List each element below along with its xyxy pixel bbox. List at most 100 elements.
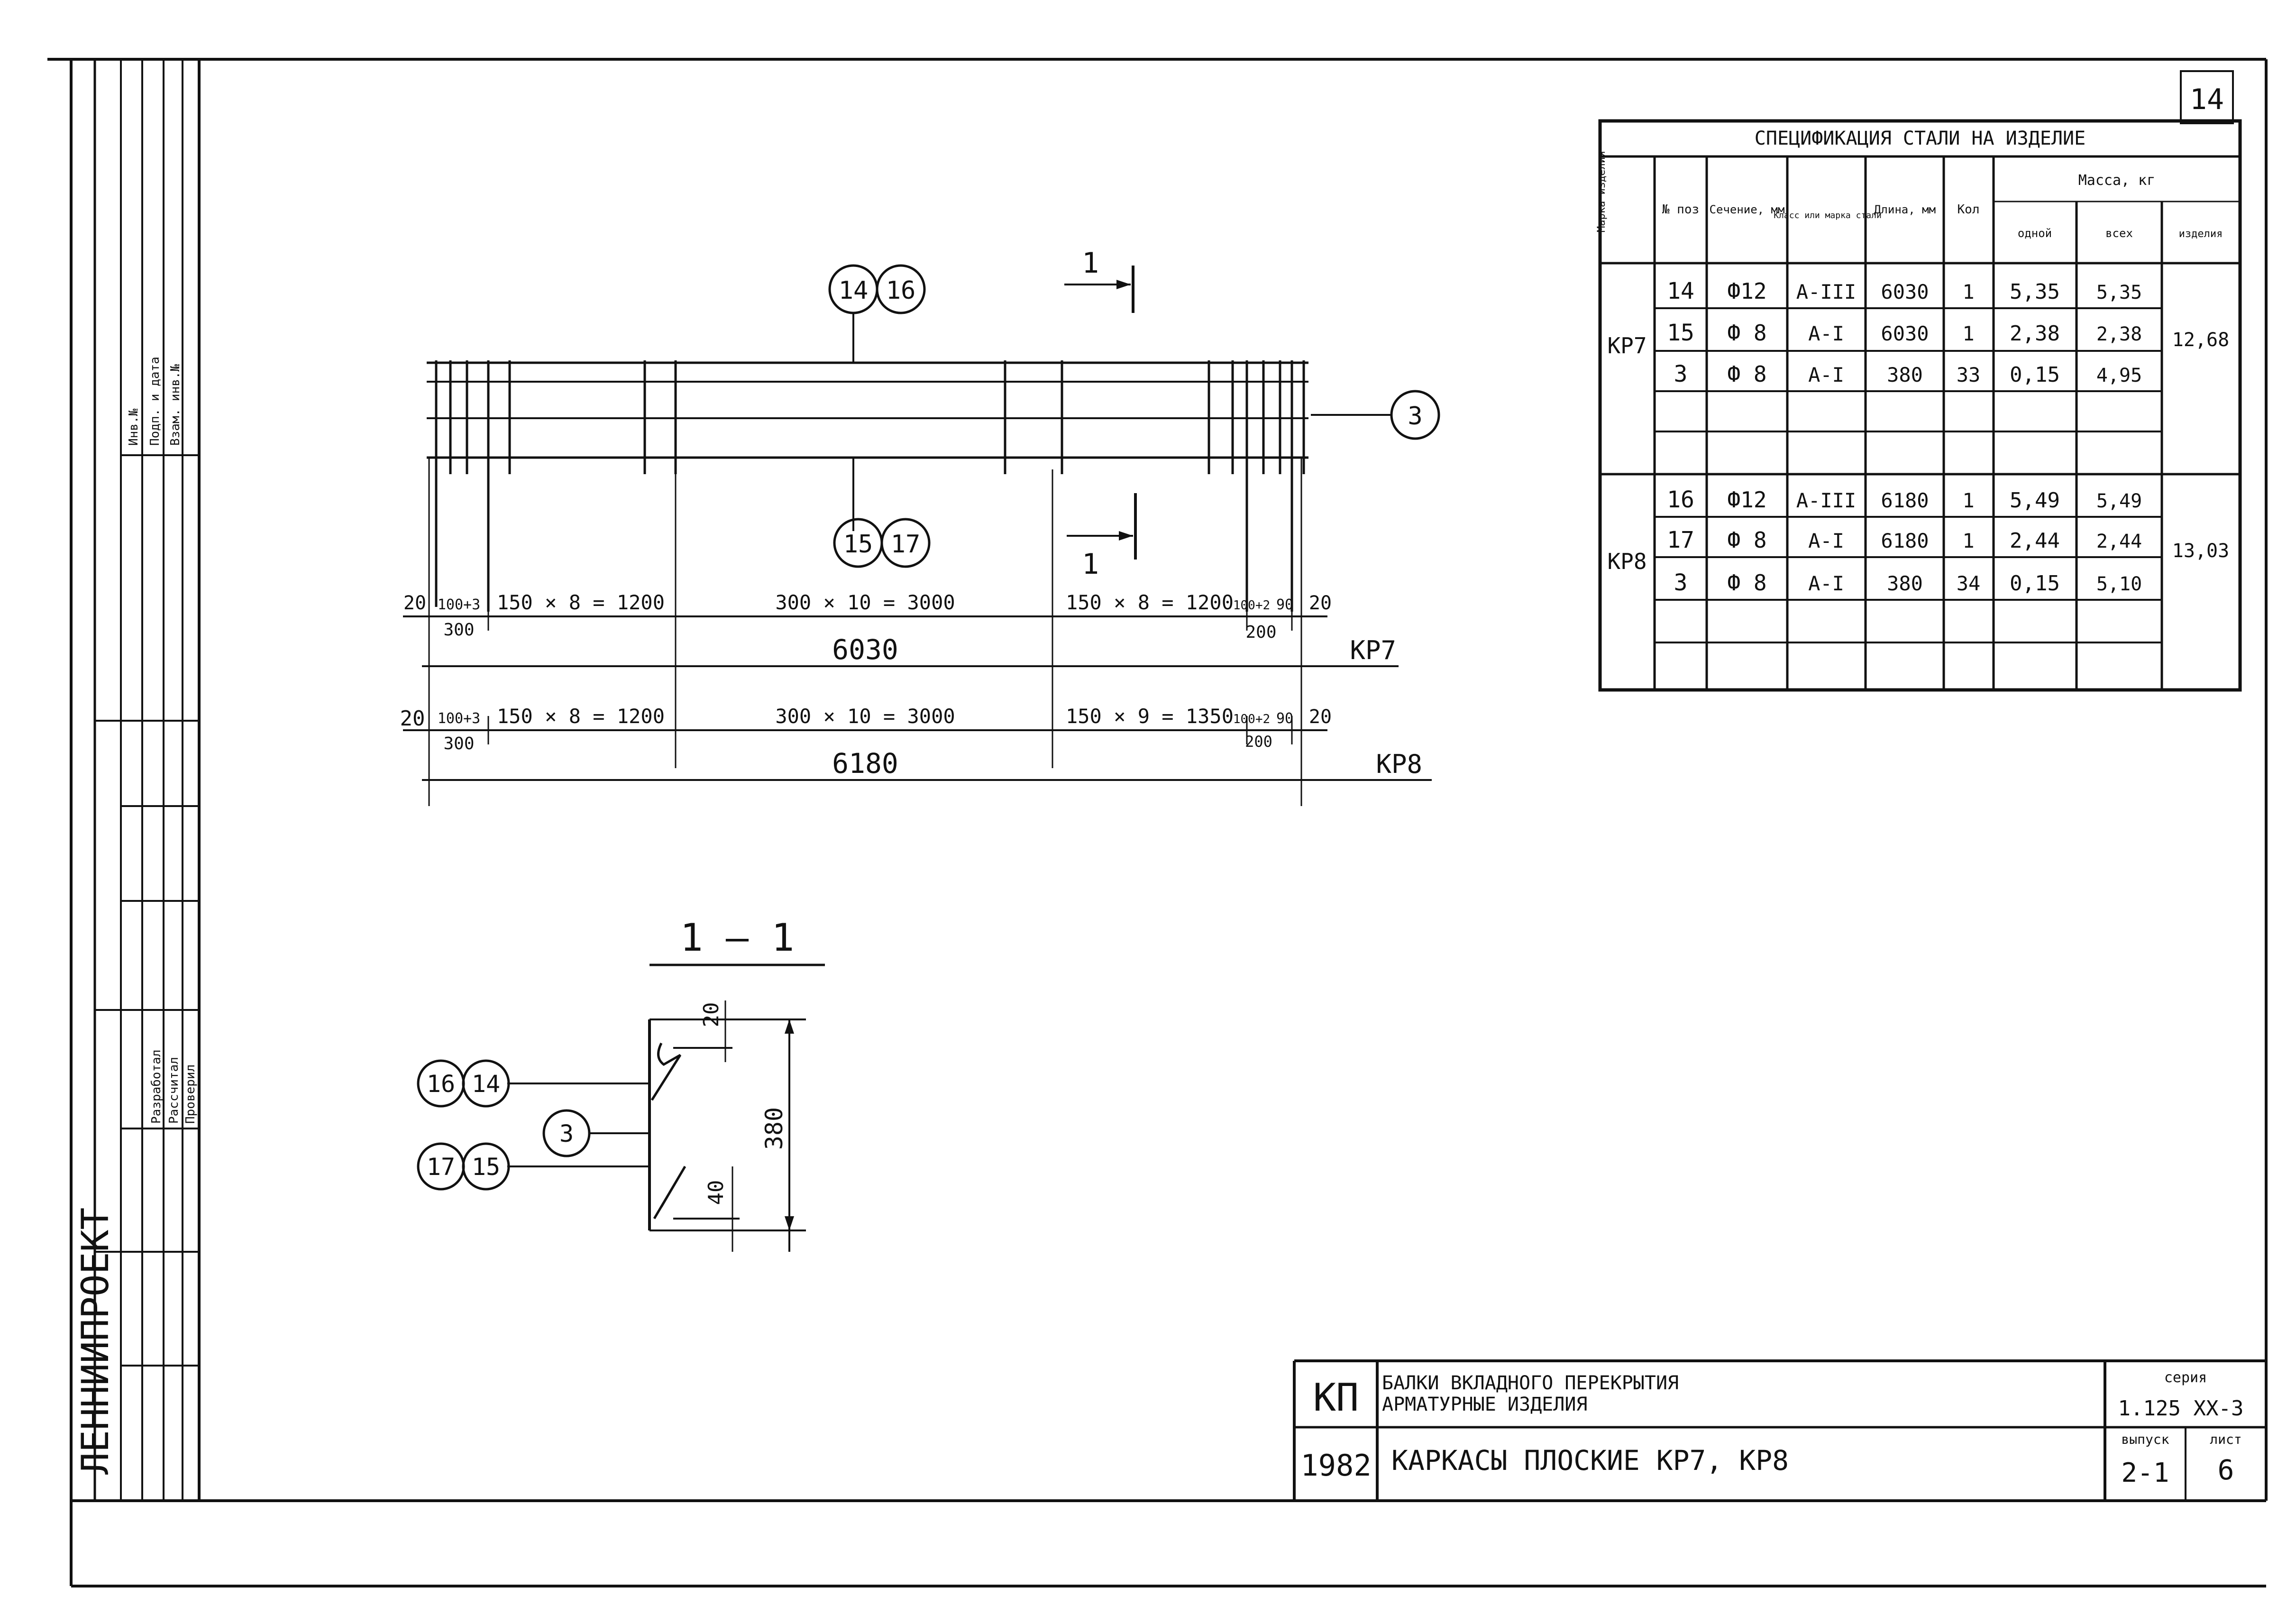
sheet-value: 6 — [2218, 1454, 2234, 1486]
svg-text:Ф12: Ф12 — [1727, 278, 1766, 304]
svg-text:Ф 8: Ф 8 — [1727, 320, 1766, 346]
svg-text:А-III: А-III — [1796, 280, 1856, 303]
callout-16-14: 16 14 — [417, 1059, 510, 1108]
callout-15-17: 15 17 — [833, 518, 931, 568]
title-line-2: АРМАТУРНЫЕ ИЗДЕЛИЯ — [1382, 1394, 1587, 1415]
spec-kr8-total: 13,03 — [2172, 540, 2229, 562]
spec-row: 16 Ф12 А-III 6180 1 5,49 5,49 — [1667, 486, 2142, 513]
cross-bars — [435, 360, 1305, 612]
svg-text:3: 3 — [1674, 361, 1688, 387]
svg-text:0,15: 0,15 — [2010, 571, 2060, 596]
spec-row: 15 Ф 8 А-I 6030 1 2,38 2,38 — [1667, 320, 2142, 346]
kr7-label: КР7 — [1350, 635, 1396, 665]
svg-text:17: 17 — [1667, 527, 1694, 553]
svg-text:1: 1 — [1962, 280, 1974, 303]
svg-text:1: 1 — [1962, 322, 1974, 345]
svg-text:15: 15 — [843, 530, 873, 559]
svg-text:15: 15 — [472, 1153, 500, 1181]
title-line-1: БАЛКИ ВКЛАДНОГО ПЕРЕКРЫТИЯ — [1382, 1372, 1679, 1394]
svg-text:2,38: 2,38 — [2096, 323, 2142, 345]
spec-kr7-mark: КР7 — [1607, 333, 1647, 358]
svg-text:Ф 8: Ф 8 — [1727, 527, 1766, 553]
svg-text:14: 14 — [472, 1070, 500, 1098]
series-value: 1.125 ХХ-3 — [2118, 1396, 2244, 1421]
callout-17-15: 17 15 — [417, 1142, 510, 1191]
kr7-dim-e: 100+2 — [1233, 598, 1270, 613]
kr7-dim-a-sub: 300 — [443, 620, 474, 640]
hdr-length: Длина, мм — [1874, 203, 1936, 216]
strip-cell-sign: Подп. и дата — [148, 357, 162, 446]
svg-text:1: 1 — [1082, 548, 1099, 581]
svg-text:6180: 6180 — [1881, 529, 1929, 552]
spec-row: 3 Ф 8 А-I 380 33 0,15 4,95 — [1674, 361, 2142, 387]
page-number: 14 — [2190, 83, 2224, 116]
title-block: КП 1982 БАЛКИ ВКЛАДНОГО ПЕРЕКРЫТИЯ АРМАТ… — [1293, 1359, 2266, 1501]
hdr-mass: Масса, кг — [2078, 172, 2156, 189]
kr7-dim-f: 90 — [1276, 596, 1293, 613]
spec-row: 14 Ф12 А-III 6030 1 5,35 5,35 — [1667, 278, 2142, 304]
role-calculated: Рассчитал — [167, 1057, 181, 1124]
hdr-qty: Кол — [1958, 202, 1980, 217]
kr7-dim-a: 100+3 — [438, 596, 480, 613]
svg-text:5,10: 5,10 — [2096, 573, 2142, 595]
svg-text:А-I: А-I — [1808, 572, 1844, 595]
svg-text:А-I: А-I — [1808, 363, 1844, 386]
kr7-dim-end-right: 20 — [1309, 592, 1332, 614]
spec-title: СПЕЦИФИКАЦИЯ СТАЛИ НА ИЗДЕЛИЕ — [1755, 128, 2086, 149]
svg-text:16: 16 — [427, 1070, 455, 1098]
hdr-section: Сечение, мм — [1710, 203, 1785, 216]
role-developed: Разработал — [149, 1049, 164, 1124]
svg-text:3: 3 — [559, 1120, 574, 1147]
section-dim-bot: 40 — [704, 1180, 728, 1205]
svg-text:1: 1 — [1962, 489, 1974, 512]
svg-text:380: 380 — [1887, 363, 1923, 386]
spec-kr7-total: 12,68 — [2172, 329, 2229, 351]
svg-text:1: 1 — [1962, 529, 1974, 552]
kr7-dim-e-sub: 200 — [1245, 623, 1276, 642]
kr8-dim-d: 150 × 9 = 1350 — [1066, 705, 1234, 728]
svg-text:2,44: 2,44 — [2096, 531, 2142, 552]
page-number-box: 14 — [2180, 70, 2234, 124]
kr8-dim-end-right: 20 — [1309, 706, 1332, 728]
kr8-dim-b: 150 × 8 = 1200 — [497, 705, 665, 728]
sheet-frame — [47, 58, 2268, 1587]
kp-mark: КП — [1313, 1376, 1359, 1420]
left-stamp-strip: ЛЕННИИПРОЕКТ Разработал Рассчитал Провер… — [74, 59, 201, 1501]
issue-label: выпуск — [2121, 1431, 2169, 1447]
svg-text:6180: 6180 — [1881, 489, 1929, 512]
elevation-view: 14 16 15 17 3 1 1 — [427, 247, 1440, 806]
kr8-dim-a: 100+3 — [438, 710, 480, 727]
dimensions-kr8: 20 100+3 300 150 × 8 = 1200 300 × 10 = 3… — [400, 705, 1432, 801]
kr7-total: 6030 — [832, 633, 898, 666]
svg-text:5,35: 5,35 — [2096, 282, 2142, 303]
svg-text:3: 3 — [1408, 402, 1422, 431]
svg-text:2,38: 2,38 — [2010, 321, 2060, 346]
spec-row: 3 Ф 8 А-I 380 34 0,15 5,10 — [1674, 569, 2142, 596]
spec-table: СПЕЦИФИКАЦИЯ СТАЛИ НА ИЗДЕЛИЕ Марка изде… — [1596, 119, 2242, 692]
hdr-mark: Марка изделия — [1596, 151, 1608, 232]
spec-row: 17 Ф 8 А-I 6180 1 2,44 2,44 — [1667, 527, 2142, 553]
svg-text:5,49: 5,49 — [2096, 490, 2142, 512]
kr8-dim-f: 90 — [1276, 710, 1293, 727]
role-checked: Проверил — [183, 1064, 198, 1124]
dimensions-kr7: 20 100+3 300 150 × 8 = 1200 300 × 10 = 3… — [403, 591, 1399, 680]
spec-kr8-mark: КР8 — [1607, 549, 1647, 574]
kr8-dim-e-sub: 200 — [1245, 733, 1272, 751]
svg-text:14: 14 — [1667, 278, 1694, 304]
issue-value: 2-1 — [2121, 1458, 2169, 1488]
svg-text:А-III: А-III — [1796, 489, 1856, 512]
svg-text:Ф 8: Ф 8 — [1727, 570, 1766, 596]
svg-text:6030: 6030 — [1881, 322, 1929, 345]
hdr-class: Класс или марка стали — [1774, 211, 1882, 220]
svg-text:17: 17 — [427, 1153, 455, 1181]
kr8-dim-e: 100+2 — [1233, 712, 1270, 726]
svg-text:Ф12: Ф12 — [1727, 487, 1766, 513]
svg-text:Ф 8: Ф 8 — [1727, 361, 1766, 387]
kr8-label: КР8 — [1376, 749, 1422, 779]
title-line-3: КАРКАСЫ ПЛОСКИЕ КР7, КР8 — [1391, 1444, 1789, 1477]
kr8-dim-c: 300 × 10 = 3000 — [775, 705, 955, 728]
svg-text:14: 14 — [839, 276, 869, 305]
svg-text:2,44: 2,44 — [2010, 529, 2060, 553]
section-height: 380 — [760, 1107, 788, 1150]
